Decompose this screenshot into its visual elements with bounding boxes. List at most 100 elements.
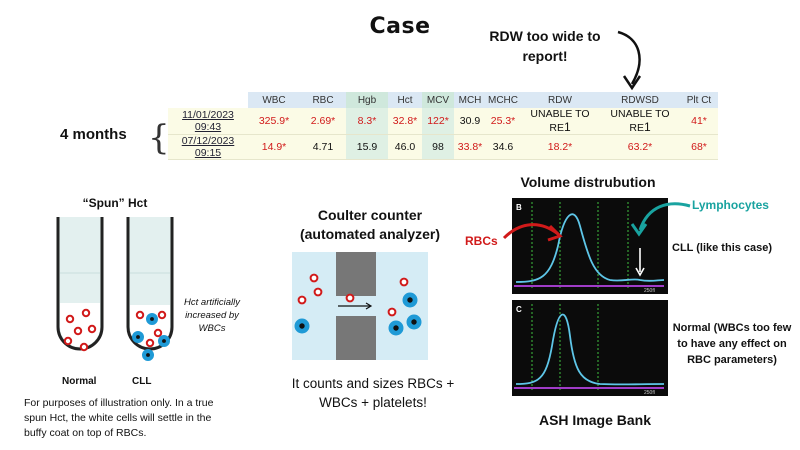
- histogram-cll: B 250fl: [512, 198, 668, 294]
- lab-table: WBC RBC Hgb Hct MCV MCH MCHC RDW RDWSD P…: [168, 92, 718, 160]
- volume-histograms: B 250fl C 250fl: [512, 198, 668, 396]
- image-source: ASH Image Bank: [538, 412, 652, 428]
- header-mcv: MCV: [422, 92, 454, 108]
- coulter-title: Coulter counter (automated analyzer): [270, 206, 470, 244]
- spun-hct-title: “Spun” Hct: [82, 196, 148, 210]
- table-cell: 41*: [680, 108, 718, 135]
- coulter-title-line2: (automated analyzer): [299, 226, 441, 242]
- rbc-cell: [157, 310, 167, 320]
- table-cell: 325.9*: [248, 108, 300, 135]
- rbc-cell: [81, 308, 91, 318]
- wbc-cell-nucleus: [136, 335, 140, 339]
- coulter-title-line1: Coulter counter: [317, 207, 423, 223]
- lymphocytes-label: Lymphocytes: [692, 198, 769, 212]
- header-rdwsd: RDWSD: [600, 92, 680, 108]
- volume-title: Volume distrubution: [520, 174, 656, 190]
- header-mchc: MCHC: [486, 92, 520, 108]
- rbc-cell: [399, 277, 409, 287]
- table-cell: 32.8*: [388, 108, 422, 135]
- cell-text: UNABLE TO RE: [530, 108, 590, 134]
- header-blank: [168, 92, 248, 108]
- header-plt: Plt Ct: [680, 92, 718, 108]
- rbc-cell: [65, 314, 75, 324]
- table-cell: 68*: [680, 134, 718, 160]
- rbc-arrow: [502, 223, 563, 242]
- wbc-cell-nucleus: [393, 325, 399, 331]
- header-rbc: RBC: [300, 92, 346, 108]
- aperture-bottom: [336, 316, 376, 360]
- header-rdw: RDW: [520, 92, 600, 108]
- panel-b-letter: B: [516, 203, 522, 212]
- panel-c-axis: 250fl: [644, 390, 655, 396]
- table-cell: 25.3*: [486, 108, 520, 135]
- rbc-label: RBCs: [465, 234, 498, 248]
- wbc-cell-nucleus: [299, 323, 305, 329]
- page-title: Case: [369, 14, 431, 39]
- rbc-cell: [145, 338, 155, 348]
- coulter-caption-line2: WBCs + platelets!: [319, 395, 427, 410]
- spun-hct-tubes: [56, 217, 174, 361]
- table-cell: UNABLE TO RE1: [520, 108, 600, 135]
- wbc-cell-nucleus: [407, 297, 413, 303]
- table-cell: 18.2*: [520, 134, 600, 160]
- table-cell: 15.9: [346, 134, 388, 160]
- hct-note: Hct artificially increased by WBCs: [184, 297, 240, 334]
- header-hgb: Hgb: [346, 92, 388, 108]
- cell-footnote: 1: [643, 120, 651, 134]
- row-date[interactable]: 07/12/2023 09:15: [168, 134, 248, 160]
- header-hct: Hct: [388, 92, 422, 108]
- rbc-cell: [73, 326, 83, 336]
- table-cell: 33.8*: [454, 134, 486, 160]
- table-cell: 46.0: [388, 134, 422, 160]
- wbc-cell-nucleus: [146, 353, 150, 357]
- tube-normal-label: Normal: [62, 376, 97, 387]
- table-cell: 2.69*: [300, 108, 346, 135]
- header-mch: MCH: [454, 92, 486, 108]
- coulter-caption: It counts and sizes RBCs + WBCs + platel…: [248, 374, 498, 412]
- spun-hct-caption: For purposes of illustration only. In a …: [24, 397, 214, 439]
- rdw-arrow: [617, 30, 642, 91]
- table-cell: 14.9*: [248, 134, 300, 160]
- table-cell: 122*: [422, 108, 454, 135]
- wbc-cell-nucleus: [162, 339, 166, 343]
- rbc-cell: [87, 324, 97, 334]
- table-cell: 34.6: [486, 134, 520, 160]
- rbc-cell: [153, 328, 163, 338]
- table-cell: 4.71: [300, 134, 346, 160]
- cll-label: CLL (like this case): [672, 242, 773, 254]
- rbc-cell: [313, 287, 323, 297]
- aperture-top: [336, 252, 376, 296]
- histogram-normal: C 250fl: [512, 300, 668, 396]
- table-cell: 8.3*: [346, 108, 388, 135]
- header-wbc: WBC: [248, 92, 300, 108]
- coulter-caption-line1: It counts and sizes RBCs +: [291, 376, 455, 391]
- rbc-cell: [63, 336, 73, 346]
- panel-c-letter: C: [516, 305, 522, 314]
- period-label: 4 months: [60, 126, 127, 143]
- tube-cll-label: CLL: [132, 376, 152, 387]
- rbc-cell: [345, 293, 355, 303]
- rbc-cell: [297, 295, 307, 305]
- table-cell: 63.2*: [600, 134, 680, 160]
- coulter-diagram: [292, 252, 428, 360]
- wbc-cell-nucleus: [150, 317, 154, 321]
- rbc-cell: [387, 307, 397, 317]
- cell-text: UNABLE TO RE: [610, 108, 670, 134]
- lymphocytes-arrow: [630, 202, 691, 237]
- rbc-cell: [79, 342, 89, 352]
- table-cell: UNABLE TO RE1: [600, 108, 680, 135]
- rbc-cell: [135, 310, 145, 320]
- rbc-cell: [309, 273, 319, 283]
- rdw-note: RDW too wide to report!: [489, 28, 601, 64]
- table-cell: 98: [422, 134, 454, 160]
- normal-label: Normal (WBCs too few to have any effect …: [672, 322, 792, 366]
- row-date[interactable]: 11/01/2023 09:43: [168, 108, 248, 135]
- panel-b-axis: 250fl: [644, 288, 655, 294]
- wbc-cell-nucleus: [411, 319, 417, 325]
- tube-cll: [126, 217, 174, 351]
- row-brace: {: [148, 118, 170, 158]
- cell-footnote: 1: [563, 120, 571, 134]
- table-cell: 30.9: [454, 108, 486, 135]
